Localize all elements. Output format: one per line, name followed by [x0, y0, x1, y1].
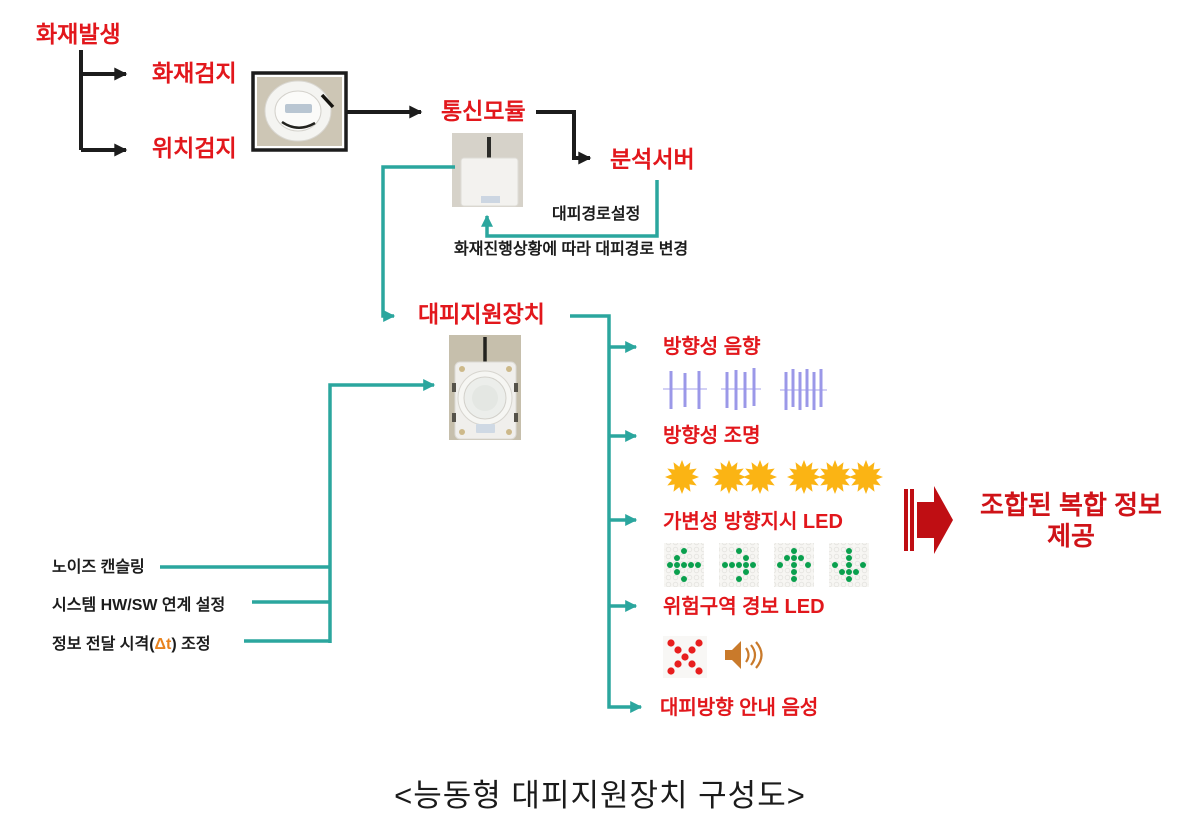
output-danger-zone-led: 위험구역 경보 LED	[663, 596, 825, 618]
feedback-loop-server-to-comm	[481, 180, 659, 238]
node-analysis-server: 분석서버	[610, 146, 695, 172]
node-communication-module: 통신모듈	[441, 98, 526, 124]
config-trunk-to-device	[328, 379, 436, 643]
diagram-caption: <능동형 대피지원장치 구성도>	[394, 778, 806, 813]
teal-connectors	[160, 165, 659, 713]
speaker-sound-icon	[725, 641, 763, 669]
config-interval-suffix: ) 조정	[171, 636, 211, 653]
config-hw-sw-linkage: 시스템 HW/SW 연계 설정	[52, 597, 226, 614]
communication-module-photo	[452, 133, 523, 207]
sound-wave-bars-icon	[663, 368, 827, 410]
led-arrow-panels-icon	[664, 543, 869, 587]
alert-x-led-icon	[663, 636, 707, 678]
big-result-arrow-icon	[904, 486, 953, 554]
connector-comm-to-device	[381, 165, 455, 322]
light-burst-icons	[665, 460, 883, 494]
result-text: 조합된 복합 정보 제공	[958, 490, 1184, 551]
led-down-arrow	[832, 548, 866, 582]
result-line1: 조합된 복합 정보	[980, 490, 1162, 520]
device-output-trunk	[570, 314, 643, 713]
result-line2: 제공	[1047, 520, 1095, 551]
output-directional-light: 방향성 조명	[663, 425, 761, 447]
smoke-detector-photo	[257, 77, 342, 146]
led-up-arrow	[777, 548, 811, 582]
output-variable-led: 가변성 방향지시 LED	[663, 511, 843, 533]
node-evacuation-device: 대피지원장치	[418, 301, 545, 327]
config-noise-cancelling: 노이즈 캔슬링	[52, 559, 145, 576]
led-right-arrow	[722, 548, 756, 582]
fire-branch-connectors	[79, 50, 128, 157]
speaker-device-photo	[449, 335, 521, 440]
node-fire-detection: 화재검지	[152, 60, 237, 86]
config-interval-prefix: 정보 전달 시격(	[52, 636, 155, 653]
label-route-change: 화재진행상황에 따라 대피경로 변경	[454, 241, 689, 258]
arrow-comm-to-server	[536, 110, 592, 165]
output-directional-sound: 방향성 음향	[663, 336, 761, 358]
delta-t-symbol: Δt	[154, 636, 172, 653]
label-route-setting: 대피경로설정	[552, 206, 641, 223]
node-location-detection: 위치검지	[152, 135, 237, 161]
node-fire-occurrence: 화재발생	[36, 21, 121, 47]
config-info-interval: 정보 전달 시격(Δt) 조정	[52, 636, 211, 654]
led-left-arrow	[667, 548, 701, 582]
output-voice-guidance: 대피방향 안내 음성	[660, 697, 819, 719]
